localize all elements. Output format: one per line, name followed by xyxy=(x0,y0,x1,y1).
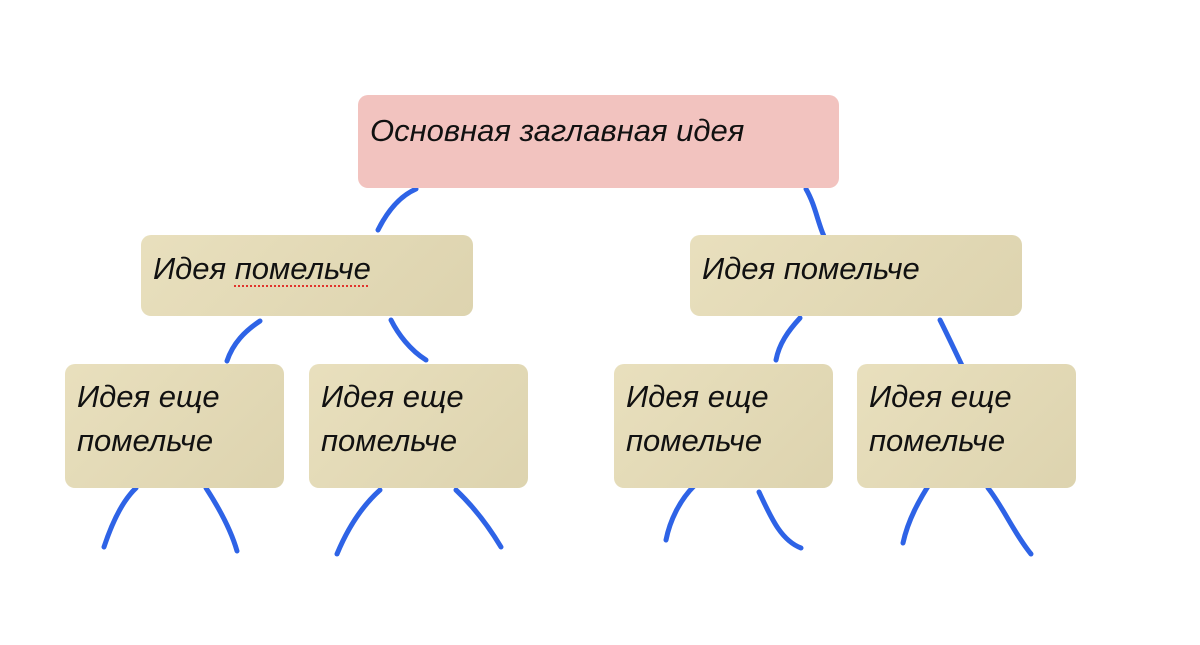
connector-leaf-3-out-left xyxy=(663,483,697,543)
branch-idea-1-label-spellcheck-word: помельче xyxy=(234,251,371,286)
leaf-idea-2-line2: помельче xyxy=(321,423,458,458)
branch-idea-1-label-start: Идея xyxy=(153,251,235,286)
connector-branch-2-to-leaf-3 xyxy=(773,315,803,363)
leaf-idea-node-2[interactable]: Идея еще помельче xyxy=(309,364,528,488)
branch-idea-node-2[interactable]: Идея помельче xyxy=(690,235,1022,316)
leaf-idea-2-line1: Идея еще xyxy=(321,379,464,414)
connector-root-to-branch-1 xyxy=(375,186,419,233)
leaf-idea-1-line2: помельче xyxy=(77,423,214,458)
connector-branch-1-to-leaf-2 xyxy=(388,317,429,363)
leaf-idea-3-line2: помельче xyxy=(626,423,763,458)
connector-leaf-1-out-left xyxy=(101,485,139,550)
branch-idea-node-1[interactable]: Идея помельче xyxy=(141,235,473,316)
connector-branch-1-to-leaf-1 xyxy=(224,318,263,364)
connector-leaf-2-out-left xyxy=(334,487,383,557)
branch-idea-2-label: Идея помельче xyxy=(702,251,920,286)
leaf-idea-node-3[interactable]: Идея еще помельче xyxy=(614,364,833,488)
connector-leaf-1-out-right xyxy=(203,485,240,554)
connector-leaf-4-out-left xyxy=(900,477,935,546)
leaf-idea-node-4[interactable]: Идея еще помельче xyxy=(857,364,1076,488)
leaf-idea-1-line1: Идея еще xyxy=(77,379,220,414)
leaf-idea-4-line1: Идея еще xyxy=(869,379,1012,414)
leaf-idea-4-line2: помельче xyxy=(869,423,1006,458)
leaf-idea-3-line1: Идея еще xyxy=(626,379,769,414)
leaf-idea-node-1[interactable]: Идея еще помельче xyxy=(65,364,284,488)
connector-leaf-3-out-right xyxy=(756,489,804,551)
root-idea-node[interactable]: Основная заглавная идея xyxy=(358,95,839,188)
connector-leaf-2-out-right xyxy=(453,487,504,550)
connector-leaf-4-out-right xyxy=(985,485,1034,557)
root-idea-label: Основная заглавная идея xyxy=(370,113,745,148)
